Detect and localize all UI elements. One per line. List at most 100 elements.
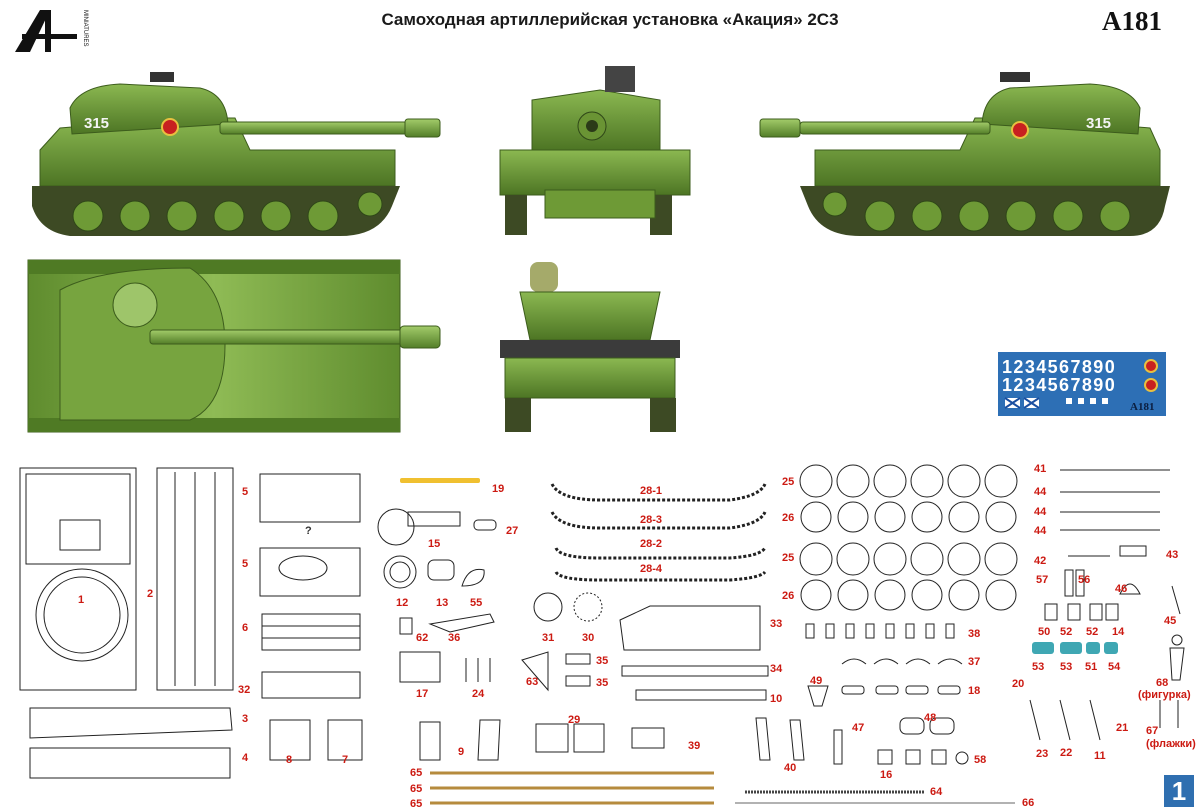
svg-text:A181: A181	[1130, 401, 1154, 413]
part-label: ?	[305, 525, 312, 537]
top-view	[27, 259, 441, 433]
part-label: 5	[242, 486, 249, 498]
part-label: 25	[782, 476, 795, 488]
svg-text:MINIATURES: MINIATURES	[82, 10, 88, 47]
parts-drawings	[19, 467, 1185, 779]
part-label: 50	[1038, 626, 1051, 638]
kit-code: A181	[1102, 6, 1162, 36]
svg-text:1234567890: 1234567890	[1002, 375, 1116, 395]
part-label: 7	[342, 754, 349, 766]
part-label: 65	[410, 783, 423, 795]
rear-view	[500, 262, 680, 432]
part-label: 51	[1085, 661, 1098, 673]
part-label: 25	[782, 552, 795, 564]
part-label: 57	[1036, 574, 1049, 586]
part-label: 3	[242, 713, 249, 725]
part-label: 13	[436, 597, 449, 609]
part-label: 22	[1060, 747, 1073, 759]
part-label: 28-4	[640, 563, 663, 575]
part-label: 6	[242, 622, 249, 634]
part-label: 44	[1034, 525, 1047, 537]
part-label: 8	[286, 754, 293, 766]
part-label: 5	[242, 558, 249, 570]
part-label: 44	[1034, 486, 1047, 498]
part-label: 47	[852, 722, 865, 734]
turret-number-right: 315	[1086, 115, 1111, 132]
part-label: 20	[1012, 678, 1025, 690]
part-label: 33	[770, 618, 783, 630]
part-label: 63	[526, 676, 539, 688]
part-label: 43	[1166, 549, 1179, 561]
side-view-right: 315	[759, 72, 1170, 236]
clear-parts	[1032, 642, 1118, 654]
part-label: 40	[784, 762, 797, 774]
part-label: 21	[1116, 722, 1129, 734]
part-label: 1	[78, 594, 85, 606]
part-label: 27	[506, 525, 519, 537]
decal-sheet: 1234567890 1234567890 A181	[998, 352, 1166, 416]
part-label: 37	[968, 656, 981, 668]
part-label: (фигурка)	[1138, 689, 1191, 701]
part-label: 66	[1022, 797, 1035, 809]
part-label: 65	[410, 798, 423, 810]
rods-and-chain	[400, 478, 1015, 805]
part-label: 56	[1078, 574, 1091, 586]
part-label: 68	[1156, 677, 1169, 689]
part-label: 15	[428, 538, 441, 550]
page-number: 1	[1164, 775, 1194, 807]
part-label: 35	[596, 677, 609, 689]
part-label: 53	[1032, 661, 1045, 673]
part-label: 19	[492, 483, 505, 495]
part-label: 23	[1036, 748, 1049, 760]
part-label: 55	[470, 597, 483, 609]
part-label: 36	[448, 632, 461, 644]
part-label: 49	[810, 675, 823, 687]
part-label: 28-2	[640, 538, 663, 550]
part-label: 9	[458, 746, 465, 758]
part-label: 28-1	[640, 485, 663, 497]
part-label: 38	[968, 628, 981, 640]
part-label: 26	[782, 590, 795, 602]
part-label: 24	[472, 688, 485, 700]
part-label: 35	[596, 655, 609, 667]
part-label: 44	[1034, 506, 1047, 518]
part-label: 58	[974, 754, 987, 766]
suspension-parts	[805, 623, 963, 695]
part-label: 18	[968, 685, 981, 697]
part-label: 42	[1034, 555, 1047, 567]
part-label: 65	[410, 767, 423, 779]
road-wheels	[799, 464, 1018, 611]
track-runs	[550, 483, 767, 582]
part-label: (флажки)	[1146, 738, 1196, 750]
part-label: 28-3	[640, 514, 663, 526]
part-label: 64	[930, 786, 943, 798]
front-view	[499, 66, 691, 235]
part-label: 52	[1060, 626, 1073, 638]
page-title: Самоходная артиллерийская установка «Ака…	[381, 10, 839, 29]
brand-logo: MINIATURES	[15, 10, 88, 52]
part-label: 14	[1112, 626, 1125, 638]
part-label: 39	[688, 740, 701, 752]
part-label: 2	[147, 588, 154, 600]
part-label: 29	[568, 714, 581, 726]
part-label: 48	[924, 712, 937, 724]
part-label: 11	[1094, 750, 1106, 762]
side-view-left: 315	[32, 72, 441, 236]
part-label: 54	[1108, 661, 1121, 673]
part-label: 12	[396, 597, 409, 609]
part-label: 45	[1164, 615, 1177, 627]
part-label: 34	[770, 663, 783, 675]
turret-number: 315	[84, 115, 109, 132]
part-label: 46	[1115, 583, 1128, 595]
part-label: 62	[416, 632, 429, 644]
part-label: 10	[770, 693, 783, 705]
part-label: 41	[1034, 463, 1047, 475]
part-label: 53	[1060, 661, 1073, 673]
svg-text:1234567890: 1234567890	[1002, 357, 1116, 377]
part-label: 52	[1086, 626, 1099, 638]
part-label: 67	[1146, 725, 1159, 737]
part-label: 26	[782, 512, 795, 524]
part-label: 32	[238, 684, 251, 696]
part-label: 31	[542, 632, 555, 644]
